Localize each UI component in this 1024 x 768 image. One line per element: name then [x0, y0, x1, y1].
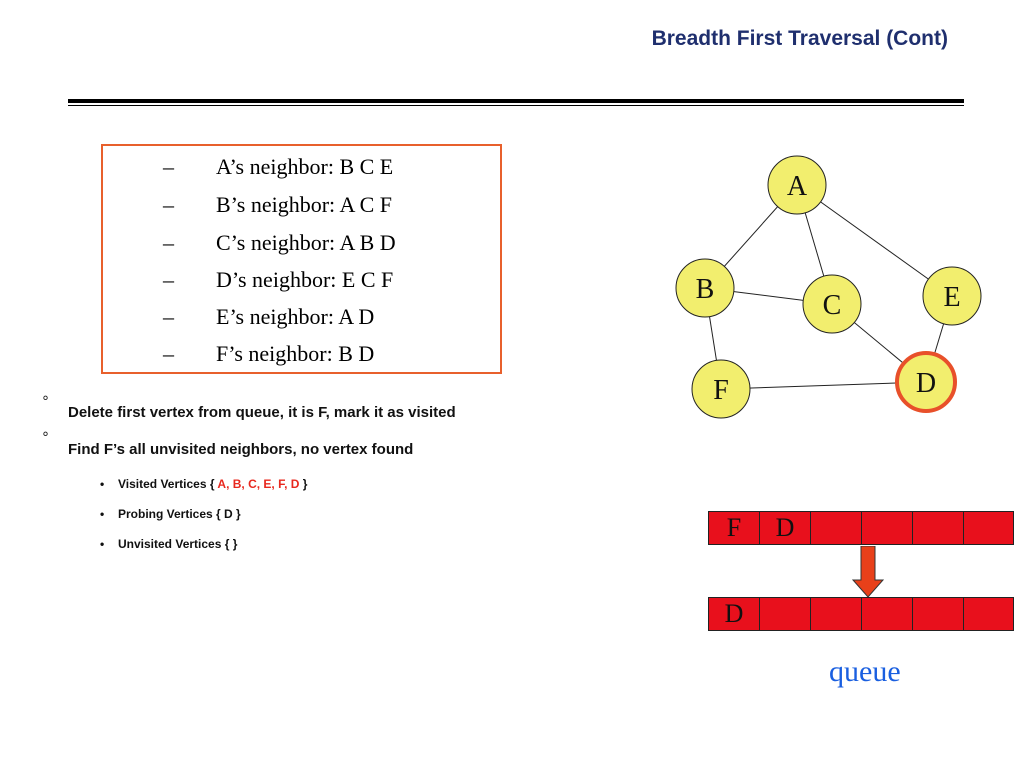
queue-before-cell-3 — [810, 511, 861, 545]
visited-vertices-line: • Visited Vertices { A, B, C, E, F, D } — [100, 477, 307, 491]
dash-marker: – — [163, 267, 174, 292]
queue-label: queue — [829, 655, 901, 688]
queue-before-cell-1: F — [708, 511, 759, 545]
node-d: D — [895, 351, 957, 413]
probing-text: Probing Vertices { D } — [118, 507, 241, 521]
node-label: A — [787, 171, 808, 202]
dash-marker: – — [163, 192, 174, 217]
queue-after: D — [708, 597, 1016, 631]
probing-vertices-line: • Probing Vertices { D } — [100, 507, 241, 521]
queue-before-cell-2: D — [759, 511, 810, 545]
sub-bullet: • — [100, 507, 105, 521]
node-circle — [691, 359, 751, 419]
node-circle — [767, 155, 827, 215]
bullet-marker: ° — [42, 394, 49, 410]
unvisited-text: Unvisited Vertices { } — [118, 537, 238, 551]
step-find-text: Find F’s all unvisited neighbors, no ver… — [68, 441, 414, 458]
node-b: B — [675, 258, 735, 318]
node-circle — [895, 351, 957, 413]
dash-marker: – — [163, 154, 174, 179]
neighbor-text: A’s neighbor: B C E — [216, 154, 394, 179]
step-delete-text: Delete first vertex from queue, it is F,… — [68, 404, 456, 421]
neighbor-text: B’s neighbor: A C F — [216, 192, 393, 217]
queue-after-cell-5 — [912, 597, 963, 631]
queue-arrow — [851, 546, 885, 598]
slide-title: Breadth First Traversal (Cont) — [651, 27, 948, 50]
edge-a-e — [796, 184, 953, 297]
dash-marker: – — [163, 341, 174, 366]
queue-after-cell-1: D — [708, 597, 759, 631]
queue-before-cell-6 — [963, 511, 1014, 545]
unvisited-vertices-line: • Unvisited Vertices { } — [100, 537, 237, 551]
node-f: F — [691, 359, 751, 419]
queue-after-cell-2 — [759, 597, 810, 631]
title-divider-thin — [68, 105, 964, 106]
visited-suffix: } — [302, 477, 308, 491]
edge-f-d — [720, 381, 927, 390]
dash-marker: – — [163, 304, 174, 329]
graph-nodes: A B C E D F — [675, 155, 982, 419]
neighbor-text: D’s neighbor: E C F — [216, 267, 394, 292]
node-c: C — [802, 274, 862, 334]
node-label: B — [696, 274, 715, 305]
node-label: D — [916, 368, 936, 399]
node-e: E — [922, 266, 982, 326]
queue-before-cell-5 — [912, 511, 963, 545]
queue-after-cell-6 — [963, 597, 1014, 631]
queue-after-cell-4 — [861, 597, 912, 631]
node-label: F — [713, 375, 729, 406]
neighbor-list-box: – A’s neighbor: B C E – B’s neighbor: A … — [101, 144, 502, 374]
dash-marker: – — [163, 230, 174, 255]
node-label: E — [943, 282, 960, 313]
node-label: C — [823, 290, 842, 321]
node-circle — [675, 258, 735, 318]
neighbor-text: E’s neighbor: A D — [216, 304, 375, 329]
bullet-marker: ° — [42, 430, 49, 446]
neighbor-text: F’s neighbor: B D — [216, 341, 375, 366]
queue-before-cell-4 — [861, 511, 912, 545]
node-circle — [922, 266, 982, 326]
title-divider-thick — [68, 99, 964, 103]
visited-prefix: Visited Vertices { — [118, 477, 215, 491]
sub-bullet: • — [100, 477, 105, 491]
sub-bullet: • — [100, 537, 105, 551]
node-a: A — [767, 155, 827, 215]
neighbor-text: C’s neighbor: A B D — [216, 230, 396, 255]
visited-list: A, B, C, E, F, D — [217, 477, 300, 491]
node-circle — [802, 274, 862, 334]
queue-after-cell-3 — [810, 597, 861, 631]
